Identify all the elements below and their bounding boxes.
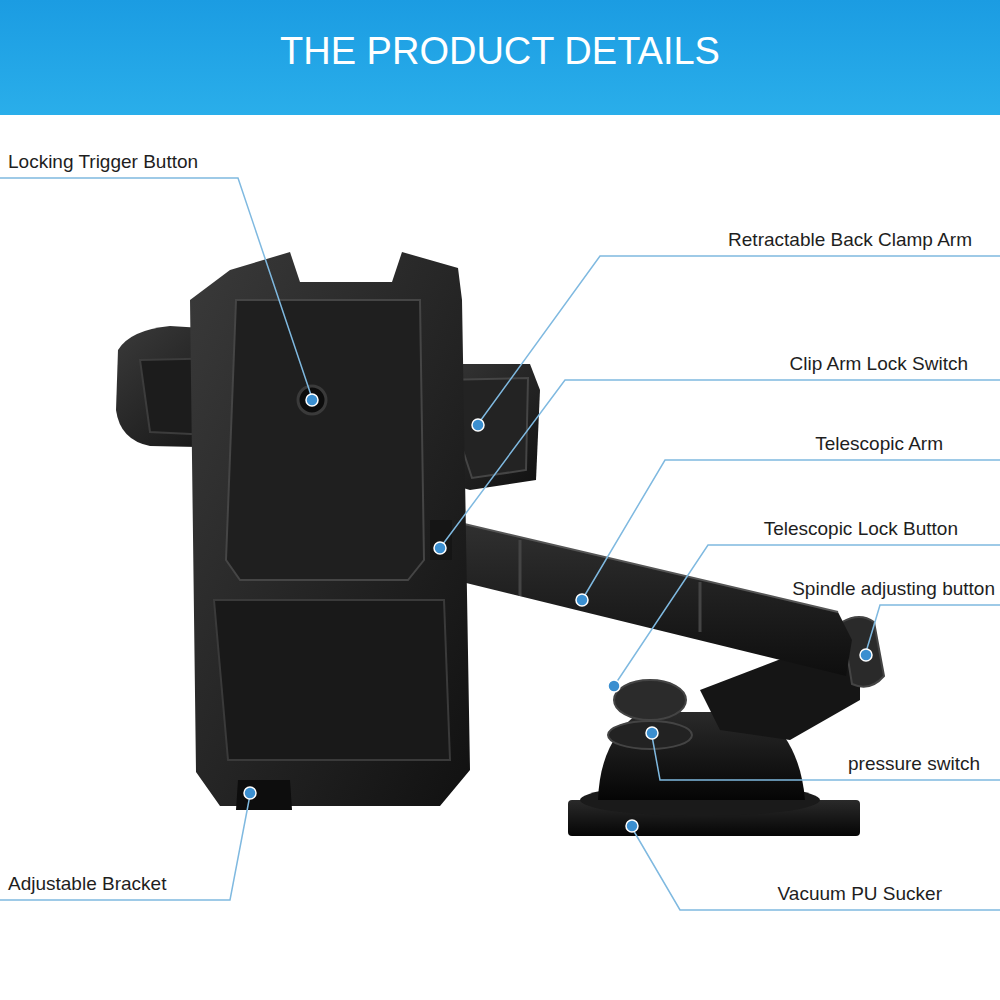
part-label: Locking Trigger Button	[8, 150, 198, 174]
part-label: Telescopic Lock Button	[764, 517, 958, 541]
part-label: pressure switch	[848, 752, 980, 776]
part-label: Vacuum PU Sucker	[778, 882, 942, 906]
part-label: Adjustable Bracket	[8, 872, 166, 896]
part-label: Retractable Back Clamp Arm	[728, 228, 972, 252]
part-label: Spindle adjusting button	[792, 577, 995, 601]
page-title: THE PRODUCT DETAILS	[0, 28, 1000, 74]
part-label: Telescopic Arm	[815, 432, 943, 456]
part-label: Clip Arm Lock Switch	[790, 352, 968, 376]
